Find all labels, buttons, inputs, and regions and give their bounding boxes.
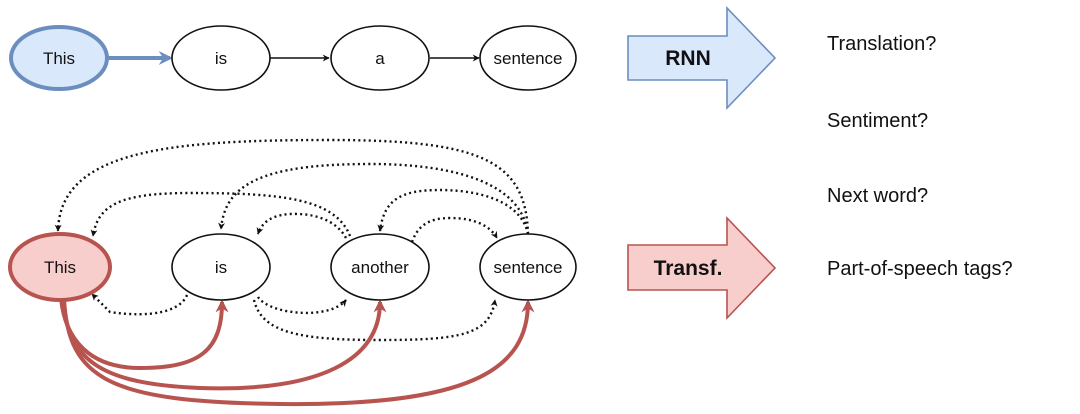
task-item-sentiment: Sentiment? — [827, 110, 928, 132]
attention-arcs-bottom — [91, 293, 498, 342]
transformer-token-label-4: sentence — [494, 258, 563, 277]
transformer-token-ellipse-4 — [479, 233, 577, 301]
task-list: Translation? Sentiment? Next word? Part-… — [827, 33, 1013, 280]
task-item-next-word: Next word? — [827, 185, 928, 207]
this-output-arcs — [59, 297, 535, 407]
rnn-arrow-label: RNN — [665, 47, 711, 70]
rnn-token-node-4: sentence — [479, 25, 577, 91]
attention-arcs-top — [54, 138, 530, 243]
transformer-token-node-4: sentence — [479, 233, 577, 301]
attention-arc-sentence-to-this — [54, 138, 530, 235]
task-item-translation: Translation? — [827, 33, 936, 55]
rnn-row: This is a sentence — [9, 25, 577, 91]
transformer-token-ellipse-1 — [8, 232, 112, 302]
transformer-block-arrow-shape — [627, 216, 777, 320]
transformer-token-ellipse-3 — [330, 233, 430, 301]
rnn-token-label-4: sentence — [494, 49, 563, 68]
attention-arc-is-to-another — [257, 296, 347, 315]
transformer-block-arrow: Transf. — [627, 216, 777, 320]
rnn-token-node-1: This — [9, 25, 109, 91]
attention-arc-another-to-sentence — [410, 216, 499, 243]
rnn-token-node-2: is — [171, 25, 271, 91]
transformer-token-label-1: This — [44, 258, 76, 277]
attention-arc-sentence-to-is — [218, 162, 530, 235]
attention-arc-another-to-is — [256, 212, 348, 239]
rnn-token-ellipse-4 — [479, 25, 577, 91]
transformer-token-ellipse-2 — [171, 233, 271, 301]
this-arc-to-another — [61, 297, 387, 391]
transformer-token-node-2: is — [171, 233, 271, 301]
attention-arc-sentence-to-another — [377, 188, 530, 235]
transformer-arrow-label: Transf. — [654, 257, 723, 280]
transformer-row: This is another sentence — [8, 138, 577, 407]
rnn-token-ellipse-3 — [330, 25, 430, 91]
transformer-token-node-1: This — [8, 232, 112, 302]
rnn-block-arrow: RNN — [627, 6, 777, 110]
transformer-token-label-2: is — [215, 258, 227, 277]
rnn-token-label-3: a — [375, 49, 385, 68]
rnn-block-arrow-shape — [627, 6, 777, 110]
rnn-token-ellipse-2 — [171, 25, 271, 91]
rnn-token-label-2: is — [215, 49, 227, 68]
transformer-token-label-3: another — [351, 258, 409, 277]
attention-arc-is-to-sentence — [252, 299, 498, 342]
transformer-token-node-3: another — [330, 233, 430, 301]
this-arc-to-sentence — [62, 297, 535, 407]
rnn-token-ellipse-1 — [9, 25, 109, 91]
task-item-pos-tags: Part-of-speech tags? — [827, 258, 1013, 280]
rnn-token-label-1: This — [43, 49, 75, 68]
rnn-token-node-3: a — [330, 25, 430, 91]
attention-arc-is-to-this — [91, 293, 189, 316]
